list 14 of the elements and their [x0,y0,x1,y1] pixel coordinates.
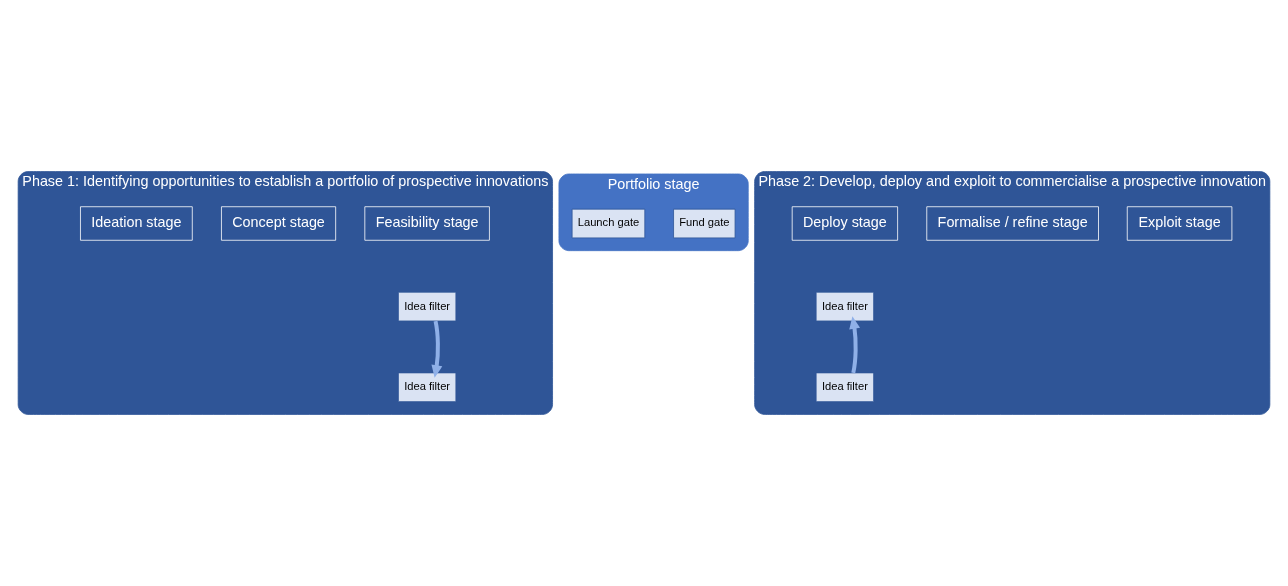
arrow [849,316,861,374]
node-box: Deploy stage [791,206,898,241]
node-box: Exploit stage [1126,206,1233,241]
node-box: Idea filter [398,291,457,322]
arrow [431,320,443,378]
node-box: Idea filter [815,372,875,403]
node-box: Feasibility stage [364,206,490,241]
node-box: Launch gate [571,208,646,239]
node-box: Ideation stage [80,206,193,241]
node-box: Idea filter [815,291,875,322]
node-box: Concept stage [221,206,337,241]
node-box: Formalise / refine stage [926,206,1099,241]
node-box: Idea filter [398,372,457,403]
node-box: Fund gate [673,208,736,239]
